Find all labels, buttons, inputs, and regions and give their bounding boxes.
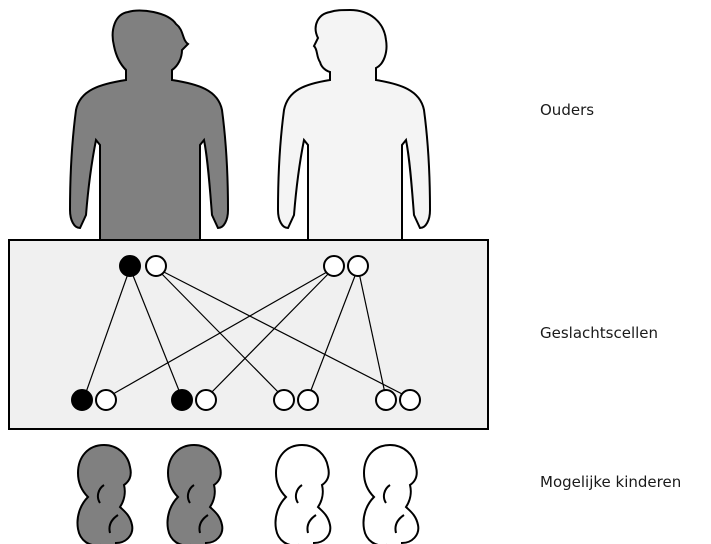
child-unaffected-1: [274, 444, 332, 544]
father-allele-normal: [145, 255, 167, 277]
father-silhouette: [68, 9, 230, 241]
parent-alleles: [119, 255, 369, 277]
combo-4-allele-normal-2: [399, 389, 421, 411]
children-label: Mogelijke kinderen: [540, 473, 682, 491]
parents-label: Ouders: [540, 101, 595, 119]
children: [76, 444, 420, 544]
line-father-b-2: [155, 267, 411, 399]
gametes-label: Geslachtscellen: [540, 324, 659, 342]
mother-allele-normal-1: [323, 255, 345, 277]
combo-1-allele-normal: [95, 389, 117, 411]
line-mother-a-2: [205, 267, 335, 399]
combo-2-allele-normal: [195, 389, 217, 411]
line-mother-a-1: [105, 267, 335, 399]
line-mother-b-2: [357, 267, 387, 399]
mother-allele-normal-2: [347, 255, 369, 277]
father-allele-affected: [119, 255, 141, 277]
combo-1-allele-affected: [71, 389, 93, 411]
child-affected-2: [166, 444, 224, 544]
child-affected-1: [76, 444, 134, 544]
child-unaffected-2: [362, 444, 420, 544]
line-father-a-1: [83, 267, 131, 399]
mother-silhouette: [276, 8, 432, 241]
combo-3-allele-normal-2: [297, 389, 319, 411]
line-mother-b-1: [307, 267, 359, 399]
combo-4-allele-normal-1: [375, 389, 397, 411]
line-father-a-2: [129, 267, 183, 399]
gamete-combinations: [71, 389, 421, 411]
gamete-lines: [83, 267, 411, 399]
combo-3-allele-normal-1: [273, 389, 295, 411]
parent-mother: [276, 8, 432, 241]
combo-2-allele-affected: [171, 389, 193, 411]
parent-father: [68, 9, 230, 241]
